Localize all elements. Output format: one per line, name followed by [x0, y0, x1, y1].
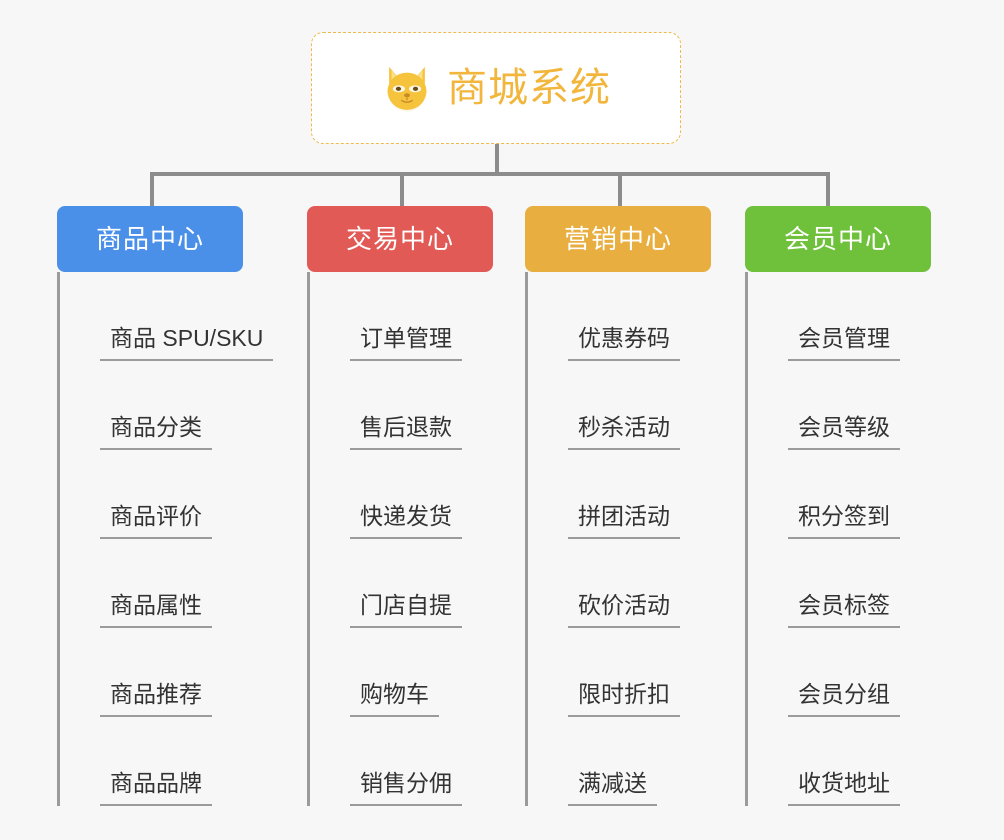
- leaf-item[interactable]: 门店自提: [312, 539, 527, 628]
- leaf-item[interactable]: 商品分类: [62, 361, 297, 450]
- leaf-item[interactable]: 砍价活动: [530, 539, 745, 628]
- leaf-underline: 售后退款: [350, 414, 462, 450]
- leaf-label: 收货地址: [798, 770, 890, 797]
- branch-header-label: 交易中心: [345, 224, 454, 254]
- leaf-item[interactable]: 购物车: [312, 628, 527, 717]
- branch-header-交易中心[interactable]: 交易中心: [307, 206, 493, 272]
- leaf-item[interactable]: 销售分佣: [312, 717, 527, 806]
- branch-header-营销中心[interactable]: 营销中心: [525, 206, 711, 272]
- leaf-underline: 商品评价: [100, 503, 212, 539]
- connector-drop-2: [400, 172, 404, 206]
- leaf-underline: 购物车: [350, 681, 439, 717]
- branch-column-4: 会员中心 会员管理 会员等级 积分签到 会员标签 会员分组 收货地址: [745, 206, 965, 806]
- leaf-item[interactable]: 积分签到: [750, 450, 965, 539]
- branch-header-label: 商品中心: [95, 224, 204, 254]
- leaf-label: 秒杀活动: [578, 414, 670, 441]
- leaf-underline: 会员标签: [788, 592, 900, 628]
- leaf-underline: 商品推荐: [100, 681, 212, 717]
- branch-column-2: 交易中心 订单管理 售后退款 快递发货 门店自提 购物车 销售分佣: [307, 206, 527, 806]
- leaf-label: 砍价活动: [578, 592, 670, 619]
- leaf-label: 商品 SPU/SKU: [110, 325, 264, 352]
- leaf-label: 售后退款: [360, 414, 452, 441]
- leaf-label: 商品分类: [110, 414, 202, 441]
- branch-column-3: 营销中心 优惠券码 秒杀活动 拼团活动 砍价活动 限时折扣 满减送: [525, 206, 745, 806]
- branch-items-list-3: 优惠券码 秒杀活动 拼团活动 砍价活动 限时折扣 满减送: [525, 272, 745, 806]
- leaf-item[interactable]: 商品 SPU/SKU: [62, 272, 297, 361]
- leaf-label: 快递发货: [360, 503, 452, 530]
- leaf-label: 优惠券码: [578, 325, 670, 352]
- leaf-item[interactable]: 会员管理: [750, 272, 965, 361]
- leaf-label: 订单管理: [360, 325, 452, 352]
- leaf-underline: 收货地址: [788, 770, 900, 806]
- leaf-item[interactable]: 售后退款: [312, 361, 527, 450]
- leaf-item[interactable]: 满减送: [530, 717, 745, 806]
- branch-column-1: 商品中心 商品 SPU/SKU 商品分类 商品评价 商品属性 商品推荐 商品品牌: [57, 206, 297, 806]
- leaf-item[interactable]: 商品属性: [62, 539, 297, 628]
- leaf-item[interactable]: 快递发货: [312, 450, 527, 539]
- leaf-underline: 销售分佣: [350, 770, 462, 806]
- leaf-item[interactable]: 限时折扣: [530, 628, 745, 717]
- leaf-label: 会员等级: [798, 414, 890, 441]
- branch-items-list-4: 会员管理 会员等级 积分签到 会员标签 会员分组 收货地址: [745, 272, 965, 806]
- leaf-underline: 会员分组: [788, 681, 900, 717]
- leaf-label: 门店自提: [360, 592, 452, 619]
- branch-header-会员中心[interactable]: 会员中心: [745, 206, 931, 272]
- leaf-underline: 门店自提: [350, 592, 462, 628]
- leaf-item[interactable]: 优惠券码: [530, 272, 745, 361]
- leaf-item[interactable]: 会员分组: [750, 628, 965, 717]
- leaf-item[interactable]: 商品品牌: [62, 717, 297, 806]
- leaf-label: 购物车: [360, 681, 429, 708]
- leaf-underline: 砍价活动: [568, 592, 680, 628]
- leaf-underline: 商品分类: [100, 414, 212, 450]
- leaf-item[interactable]: 秒杀活动: [530, 361, 745, 450]
- leaf-label: 拼团活动: [578, 503, 670, 530]
- leaf-underline: 商品 SPU/SKU: [100, 325, 274, 361]
- leaf-underline: 快递发货: [350, 503, 462, 539]
- leaf-underline: 会员管理: [788, 325, 900, 361]
- leaf-item[interactable]: 会员等级: [750, 361, 965, 450]
- leaf-label: 满减送: [578, 770, 647, 797]
- connector-drop-4: [826, 172, 830, 206]
- branch-items-list-1: 商品 SPU/SKU 商品分类 商品评价 商品属性 商品推荐 商品品牌: [57, 272, 297, 806]
- leaf-underline: 商品属性: [100, 592, 212, 628]
- leaf-underline: 优惠券码: [568, 325, 680, 361]
- leaf-label: 会员管理: [798, 325, 890, 352]
- leaf-underline: 订单管理: [350, 325, 462, 361]
- connector-horizontal-bus: [150, 172, 830, 176]
- leaf-underline: 会员等级: [788, 414, 900, 450]
- leaf-label: 商品推荐: [110, 681, 202, 708]
- branch-header-label: 营销中心: [563, 224, 672, 254]
- root-node-label: 商城系统: [447, 66, 611, 110]
- leaf-item[interactable]: 收货地址: [750, 717, 965, 806]
- leaf-item[interactable]: 商品推荐: [62, 628, 297, 717]
- leaf-label: 商品品牌: [110, 770, 202, 797]
- branch-header-label: 会员中心: [783, 224, 892, 254]
- leaf-item[interactable]: 订单管理: [312, 272, 527, 361]
- leaf-underline: 限时折扣: [568, 681, 680, 717]
- connector-root-stem: [495, 144, 499, 176]
- leaf-underline: 商品品牌: [100, 770, 212, 806]
- leaf-underline: 积分签到: [788, 503, 900, 539]
- leaf-underline: 满减送: [568, 770, 657, 806]
- leaf-label: 会员分组: [798, 681, 890, 708]
- leaf-item[interactable]: 商品评价: [62, 450, 297, 539]
- leaf-label: 商品属性: [110, 592, 202, 619]
- leaf-item[interactable]: 拼团活动: [530, 450, 745, 539]
- branch-items-list-2: 订单管理 售后退款 快递发货 门店自提 购物车 销售分佣: [307, 272, 527, 806]
- leaf-label: 积分签到: [798, 503, 890, 530]
- leaf-underline: 拼团活动: [568, 503, 680, 539]
- connector-drop-1: [150, 172, 154, 206]
- shiba-dog-icon: [387, 66, 427, 112]
- connector-drop-3: [618, 172, 622, 206]
- leaf-item[interactable]: 会员标签: [750, 539, 965, 628]
- leaf-label: 销售分佣: [360, 770, 452, 797]
- leaf-underline: 秒杀活动: [568, 414, 680, 450]
- leaf-label: 限时折扣: [578, 681, 670, 708]
- leaf-label: 商品评价: [110, 503, 202, 530]
- branch-header-商品中心[interactable]: 商品中心: [57, 206, 243, 272]
- root-node-商城系统[interactable]: 商城系统: [311, 32, 681, 144]
- leaf-label: 会员标签: [798, 592, 890, 619]
